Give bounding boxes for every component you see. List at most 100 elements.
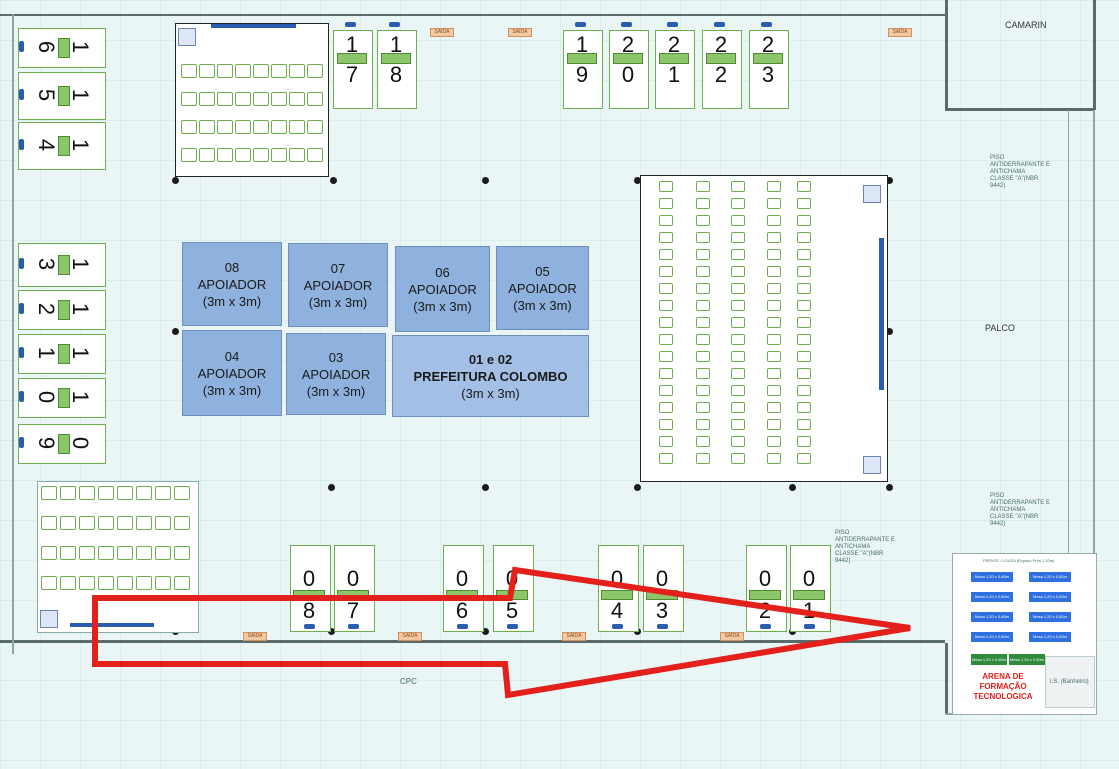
booth-counter [58,434,70,454]
seat [696,436,710,447]
seat [797,232,811,243]
column [886,484,893,491]
booth-marker [507,624,518,629]
booth-number: 0 [655,566,669,591]
seat [731,436,745,447]
seat [659,266,673,277]
seat [659,368,673,379]
booth-number: 1 [667,62,681,87]
speaker-icon [863,456,881,474]
booth-number: 5 [34,88,59,102]
column [482,177,489,184]
booth-counter [753,53,783,64]
wall-right-upper-b [945,108,1095,111]
column [172,328,179,335]
blue-table: Mesa 1,20 x 0,60m [971,572,1013,582]
seat [289,120,305,134]
seat [767,215,781,226]
wall-top [0,14,945,16]
seat [659,385,673,396]
seat [41,546,57,560]
speaker-icon [863,185,881,203]
exit-sign: SAÍDA [243,632,267,641]
booth-number: 7 [345,62,359,87]
booth-marker [19,139,24,150]
seat [696,317,710,328]
seat [174,486,190,500]
seat [696,300,710,311]
seat [731,283,745,294]
booth-counter [659,53,689,64]
seat [731,300,745,311]
seat [659,198,673,209]
seat [797,198,811,209]
booth-number: 2 [621,32,635,57]
booth-number: 1 [68,302,93,316]
blue-table: Mesa 1,20 x 0,60m [1029,592,1071,602]
seat [659,232,673,243]
seat [659,436,673,447]
seat [235,92,251,106]
arena-header: FRENTE / LOUSA (Espaço Print 1,20m) [983,558,1055,563]
seat [797,385,811,396]
booth-counter [381,53,411,64]
seat [136,516,152,530]
seat [767,351,781,362]
seat [60,576,76,590]
booth-number: 6 [34,40,59,54]
seat [41,486,57,500]
seat [767,300,781,311]
seat [696,198,710,209]
seat [731,215,745,226]
booth-counter [337,53,367,64]
seat [797,419,811,430]
seat [235,120,251,134]
seat [659,351,673,362]
seat [659,317,673,328]
seat [696,283,710,294]
seat [136,546,152,560]
column [330,177,337,184]
seat [60,546,76,560]
seat [79,486,95,500]
booth-number: 2 [714,62,728,87]
booth-number: 2 [761,32,775,57]
seat [98,546,114,560]
seat [696,181,710,192]
seat [696,215,710,226]
seating-area-bottom [37,481,199,633]
booth-number: 1 [68,138,93,152]
seat [767,368,781,379]
seat [289,64,305,78]
seat [731,334,745,345]
wall-right-lower [945,643,948,713]
seat [797,453,811,464]
column [634,484,641,491]
booth-counter [58,38,70,58]
top-booth [563,30,603,109]
booth-number: 0 [610,566,624,591]
booth-number: 0 [68,436,93,450]
booth-marker [612,624,623,629]
seat [696,368,710,379]
seat [199,120,215,134]
booth-number: 0 [802,566,816,591]
seat [307,148,323,162]
booth-number: 4 [610,598,624,623]
booth-marker [457,624,468,629]
column [886,177,893,184]
booth-number: 1 [68,346,93,360]
booth-marker [575,22,586,27]
seat [253,64,269,78]
column [482,484,489,491]
seat [307,120,323,134]
top-booth [655,30,695,109]
seat [696,232,710,243]
seat [767,181,781,192]
exit-sign: SAÍDA [562,632,586,641]
seat [181,120,197,134]
